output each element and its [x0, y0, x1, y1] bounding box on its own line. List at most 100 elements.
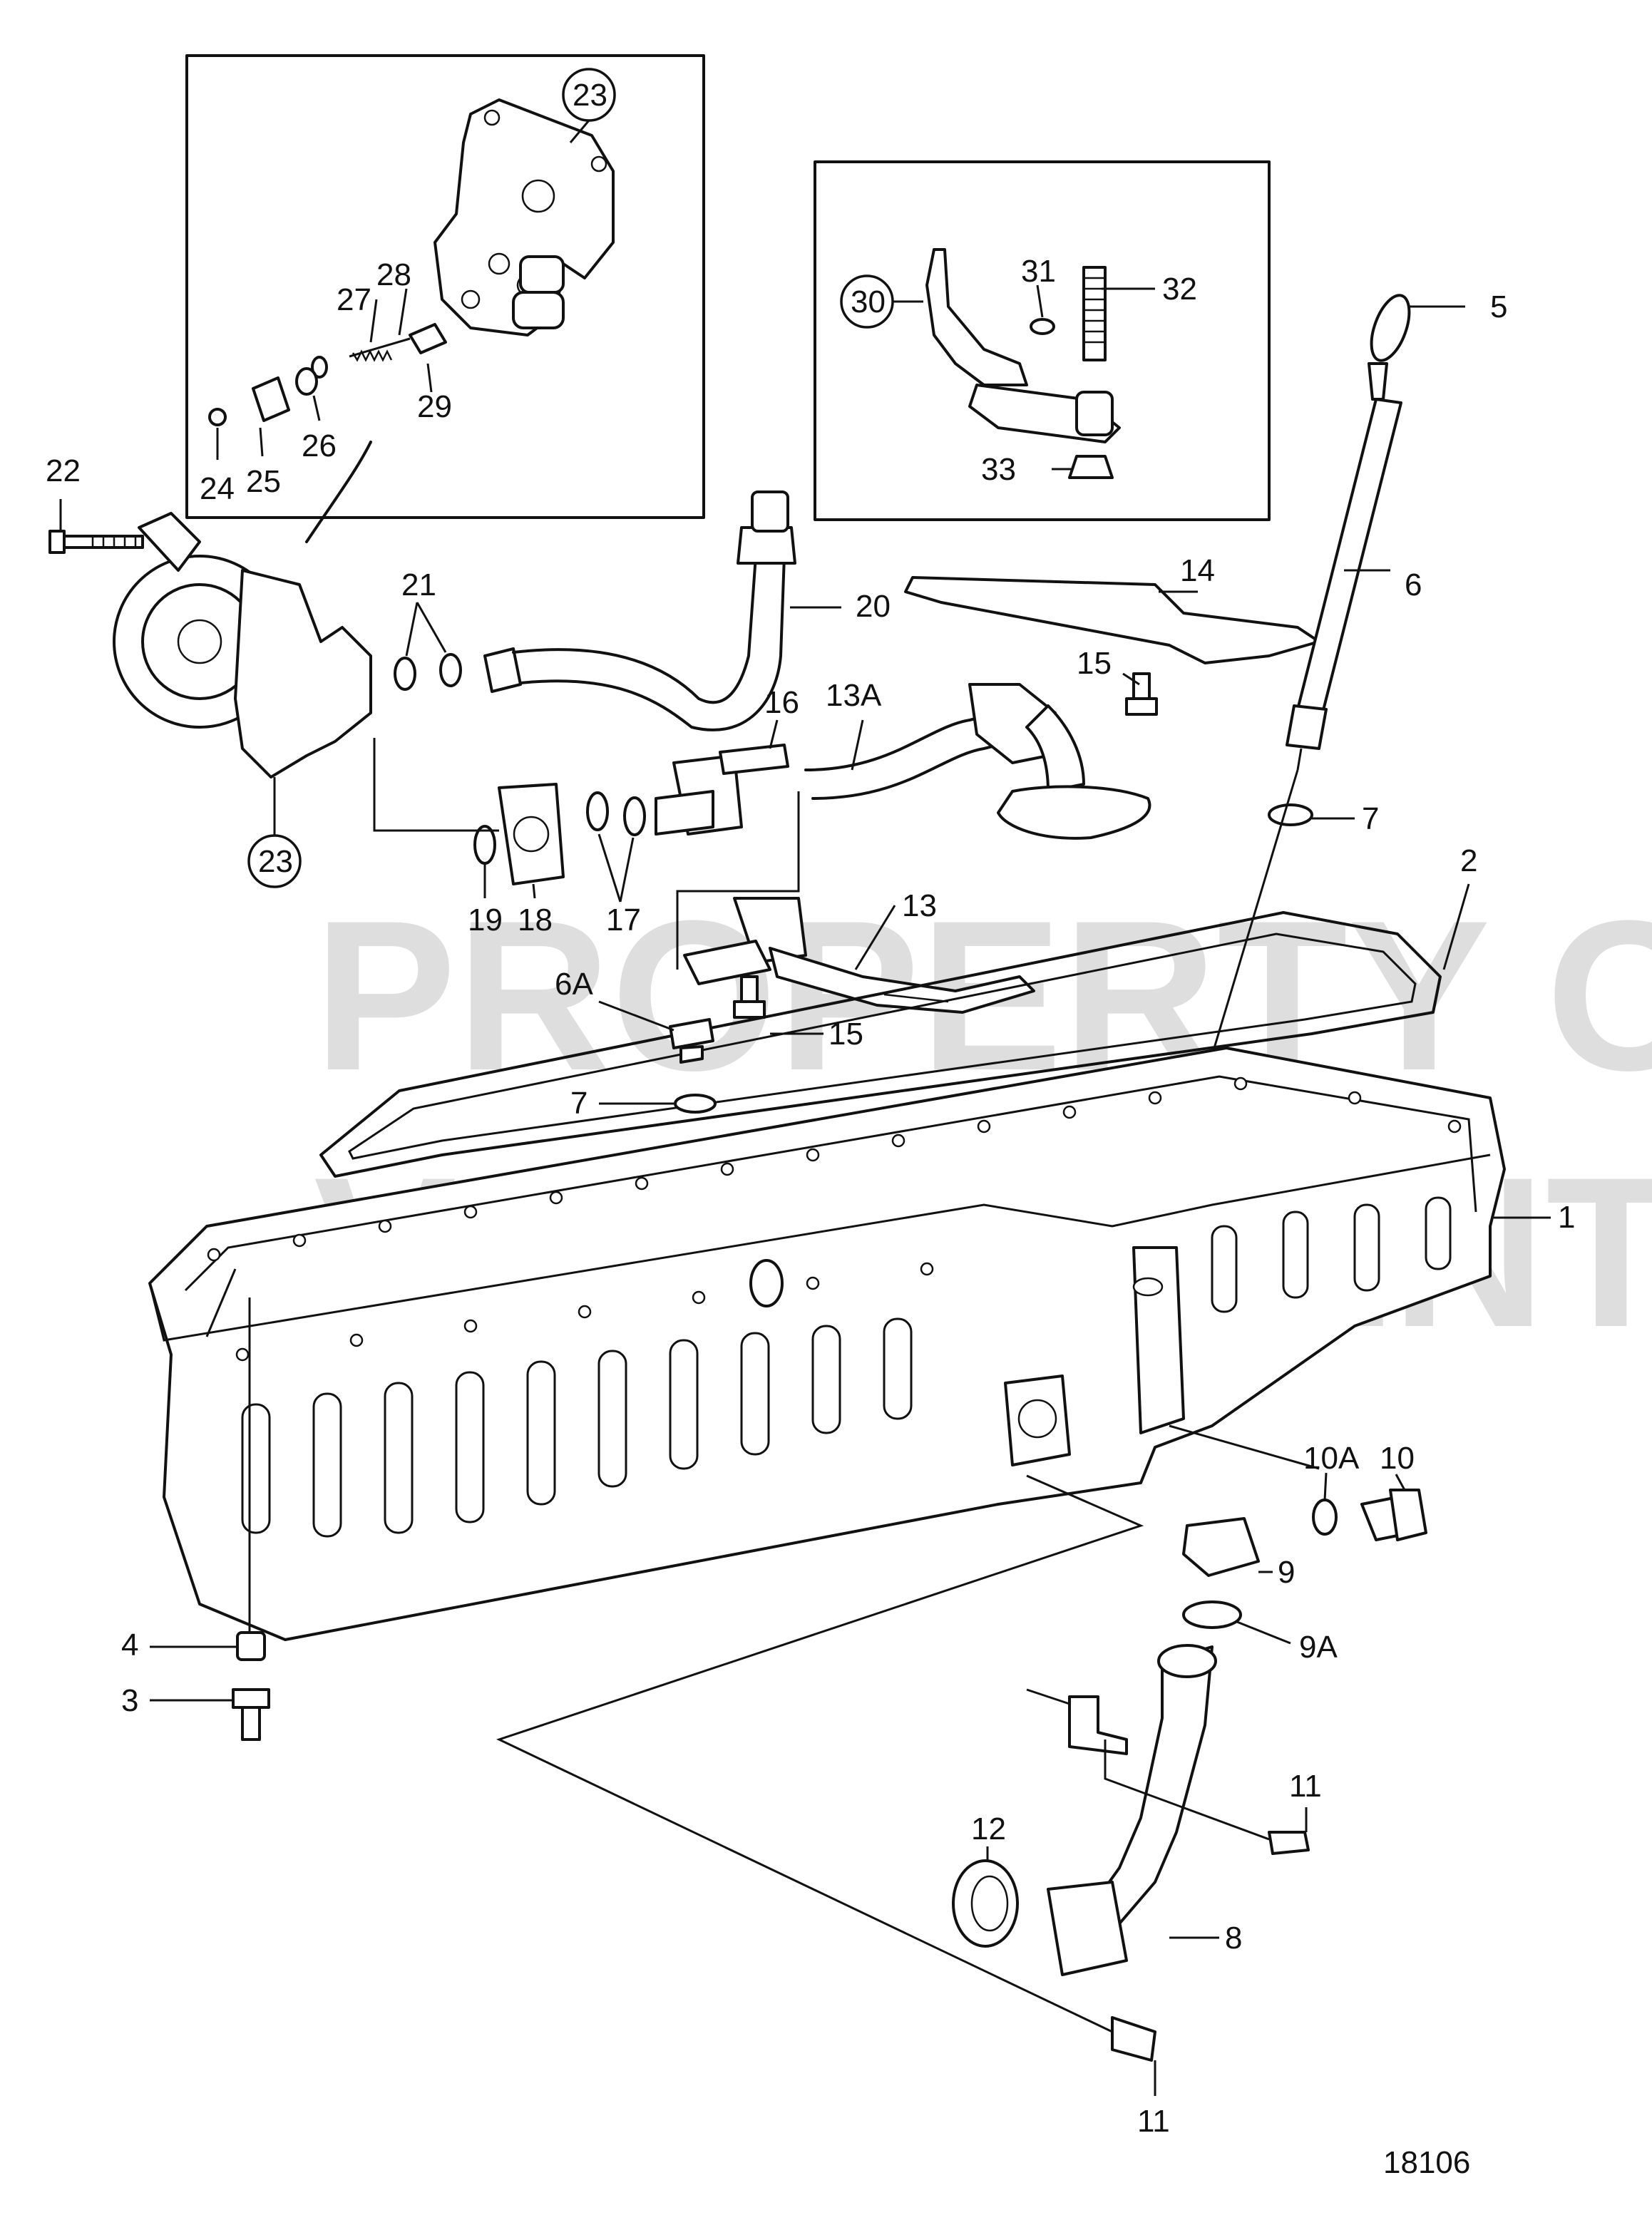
callout-20: 20 — [856, 589, 891, 624]
inset-ring-26-outer — [311, 356, 328, 379]
callout-10: 10 — [1380, 1441, 1415, 1476]
callout-9: 9 — [1278, 1555, 1295, 1590]
drawing-number: 18106 — [1383, 2145, 1470, 2180]
inset-washer — [295, 367, 318, 396]
inset-oil-pump — [185, 54, 705, 519]
callout-labels: 1 2 3 4 5 6 6A 7 7 8 9 9A 10 10A 11 11 1… — [46, 78, 1575, 2180]
washer-4 — [236, 1631, 266, 1661]
sump-body — [148, 1047, 1506, 1641]
pipe-8-bracket — [1068, 1695, 1128, 1755]
inset-spring-27 — [349, 337, 411, 358]
inset-plug-25 — [252, 376, 290, 422]
cap-9 — [1182, 1517, 1260, 1577]
strainer — [997, 785, 1151, 840]
oil-sump-1 — [148, 1047, 1551, 1641]
inset-stud-32 — [1082, 266, 1107, 361]
callout-6: 6 — [1405, 567, 1422, 602]
pipe-20-lower — [519, 555, 786, 731]
assembly-guide-line — [496, 1474, 1144, 2033]
callout-23-upper: 23 — [573, 78, 607, 113]
inset-frame-2 — [814, 160, 1271, 521]
callout-5: 5 — [1490, 289, 1507, 324]
callout-25: 25 — [246, 464, 281, 499]
ring-7-upper — [1268, 803, 1313, 826]
callout-24: 24 — [200, 471, 235, 506]
seal-12 — [952, 1846, 1019, 1948]
callout-3: 3 — [121, 1683, 138, 1718]
callout-2: 2 — [1460, 843, 1477, 878]
callout-7-lower: 7 — [570, 1086, 588, 1121]
sump-ribs — [241, 1196, 1452, 1538]
plug-10-head — [1389, 1489, 1427, 1541]
inset-dipstick-guide — [814, 160, 1271, 521]
pipe-20-upper — [512, 555, 757, 704]
callout-31: 31 — [1021, 254, 1056, 289]
callout-17: 17 — [606, 903, 641, 937]
oil-pump-assembly — [48, 441, 372, 888]
sump-bolts-3-4 — [150, 1297, 270, 1741]
callout-29: 29 — [417, 389, 452, 424]
inset-part-24 — [208, 408, 227, 426]
callout-22: 22 — [46, 453, 81, 488]
bolt-3-head — [232, 1688, 270, 1709]
pipe-flange-assembly — [373, 719, 789, 903]
drain-plug-10 — [1169, 1424, 1427, 1541]
inset-guide-30 — [925, 248, 1028, 386]
suction-pipe-13a — [804, 683, 1151, 840]
bolt-11-upper — [1268, 1831, 1310, 1855]
pipe-8-flange — [1047, 1881, 1128, 1976]
plug-6a — [598, 1000, 717, 1114]
bolt-11-lower — [1111, 2016, 1156, 2062]
pressure-pipe-20 — [394, 490, 841, 731]
pump-housing — [234, 569, 372, 778]
oil-filler-cap-9 — [1182, 1517, 1291, 1645]
callout-1: 1 — [1558, 1200, 1575, 1235]
tube-6 — [1296, 398, 1402, 714]
callout-30: 30 — [851, 284, 886, 319]
callout-33: 33 — [981, 452, 1016, 487]
bolt-16 — [719, 744, 789, 775]
callout-8: 8 — [1225, 1921, 1242, 1956]
callout-13a: 13A — [826, 678, 882, 713]
seal-9a — [1182, 1600, 1242, 1629]
callout-7-upper: 7 — [1362, 801, 1379, 836]
bolt-15-upper — [1122, 672, 1158, 716]
callout-27: 27 — [337, 282, 371, 317]
flange-holes — [207, 1076, 1462, 1362]
callout-6a: 6A — [555, 967, 593, 1002]
callout-19: 19 — [468, 903, 503, 937]
washer-10a — [1312, 1499, 1338, 1536]
callout-11-upper: 11 — [1289, 1769, 1322, 1804]
inset-nut-33 — [1068, 455, 1114, 479]
callout-15-lower: 15 — [828, 1017, 863, 1052]
inset-part-29 — [409, 323, 447, 354]
pipe-20-fitting — [737, 526, 796, 565]
inset-frame — [185, 54, 705, 519]
oring-19 — [473, 825, 496, 865]
callout-32: 32 — [1162, 272, 1197, 307]
callout-16: 16 — [764, 685, 799, 720]
callout-9a: 9A — [1299, 1630, 1338, 1665]
callout-12: 12 — [971, 1812, 1006, 1846]
dipstick-handle-5 — [1370, 294, 1411, 362]
callout-15-upper: 15 — [1077, 646, 1112, 681]
callout-10a: 10A — [1303, 1441, 1360, 1476]
inset-washer-31 — [1030, 318, 1055, 335]
filler-pipe-8 — [1026, 1644, 1270, 1976]
gasket-outline-outer — [319, 911, 1442, 1178]
callout-14: 14 — [1180, 553, 1215, 588]
callout-21: 21 — [401, 567, 436, 602]
callout-13: 13 — [902, 888, 937, 923]
gasket-2 — [319, 883, 1470, 1178]
callout-26: 26 — [302, 428, 337, 463]
callout-23-lower: 23 — [258, 844, 293, 879]
callout-11-lower: 11 — [1137, 2104, 1170, 2139]
callout-28: 28 — [376, 257, 411, 292]
bracket-14 — [904, 576, 1320, 664]
callout-4: 4 — [121, 1628, 138, 1663]
sump-inner-opening — [749, 1259, 784, 1307]
dipstick-assembly — [1146, 294, 1465, 1270]
bolts-11 — [1111, 1807, 1310, 2096]
sump-boss — [1132, 1246, 1185, 1434]
